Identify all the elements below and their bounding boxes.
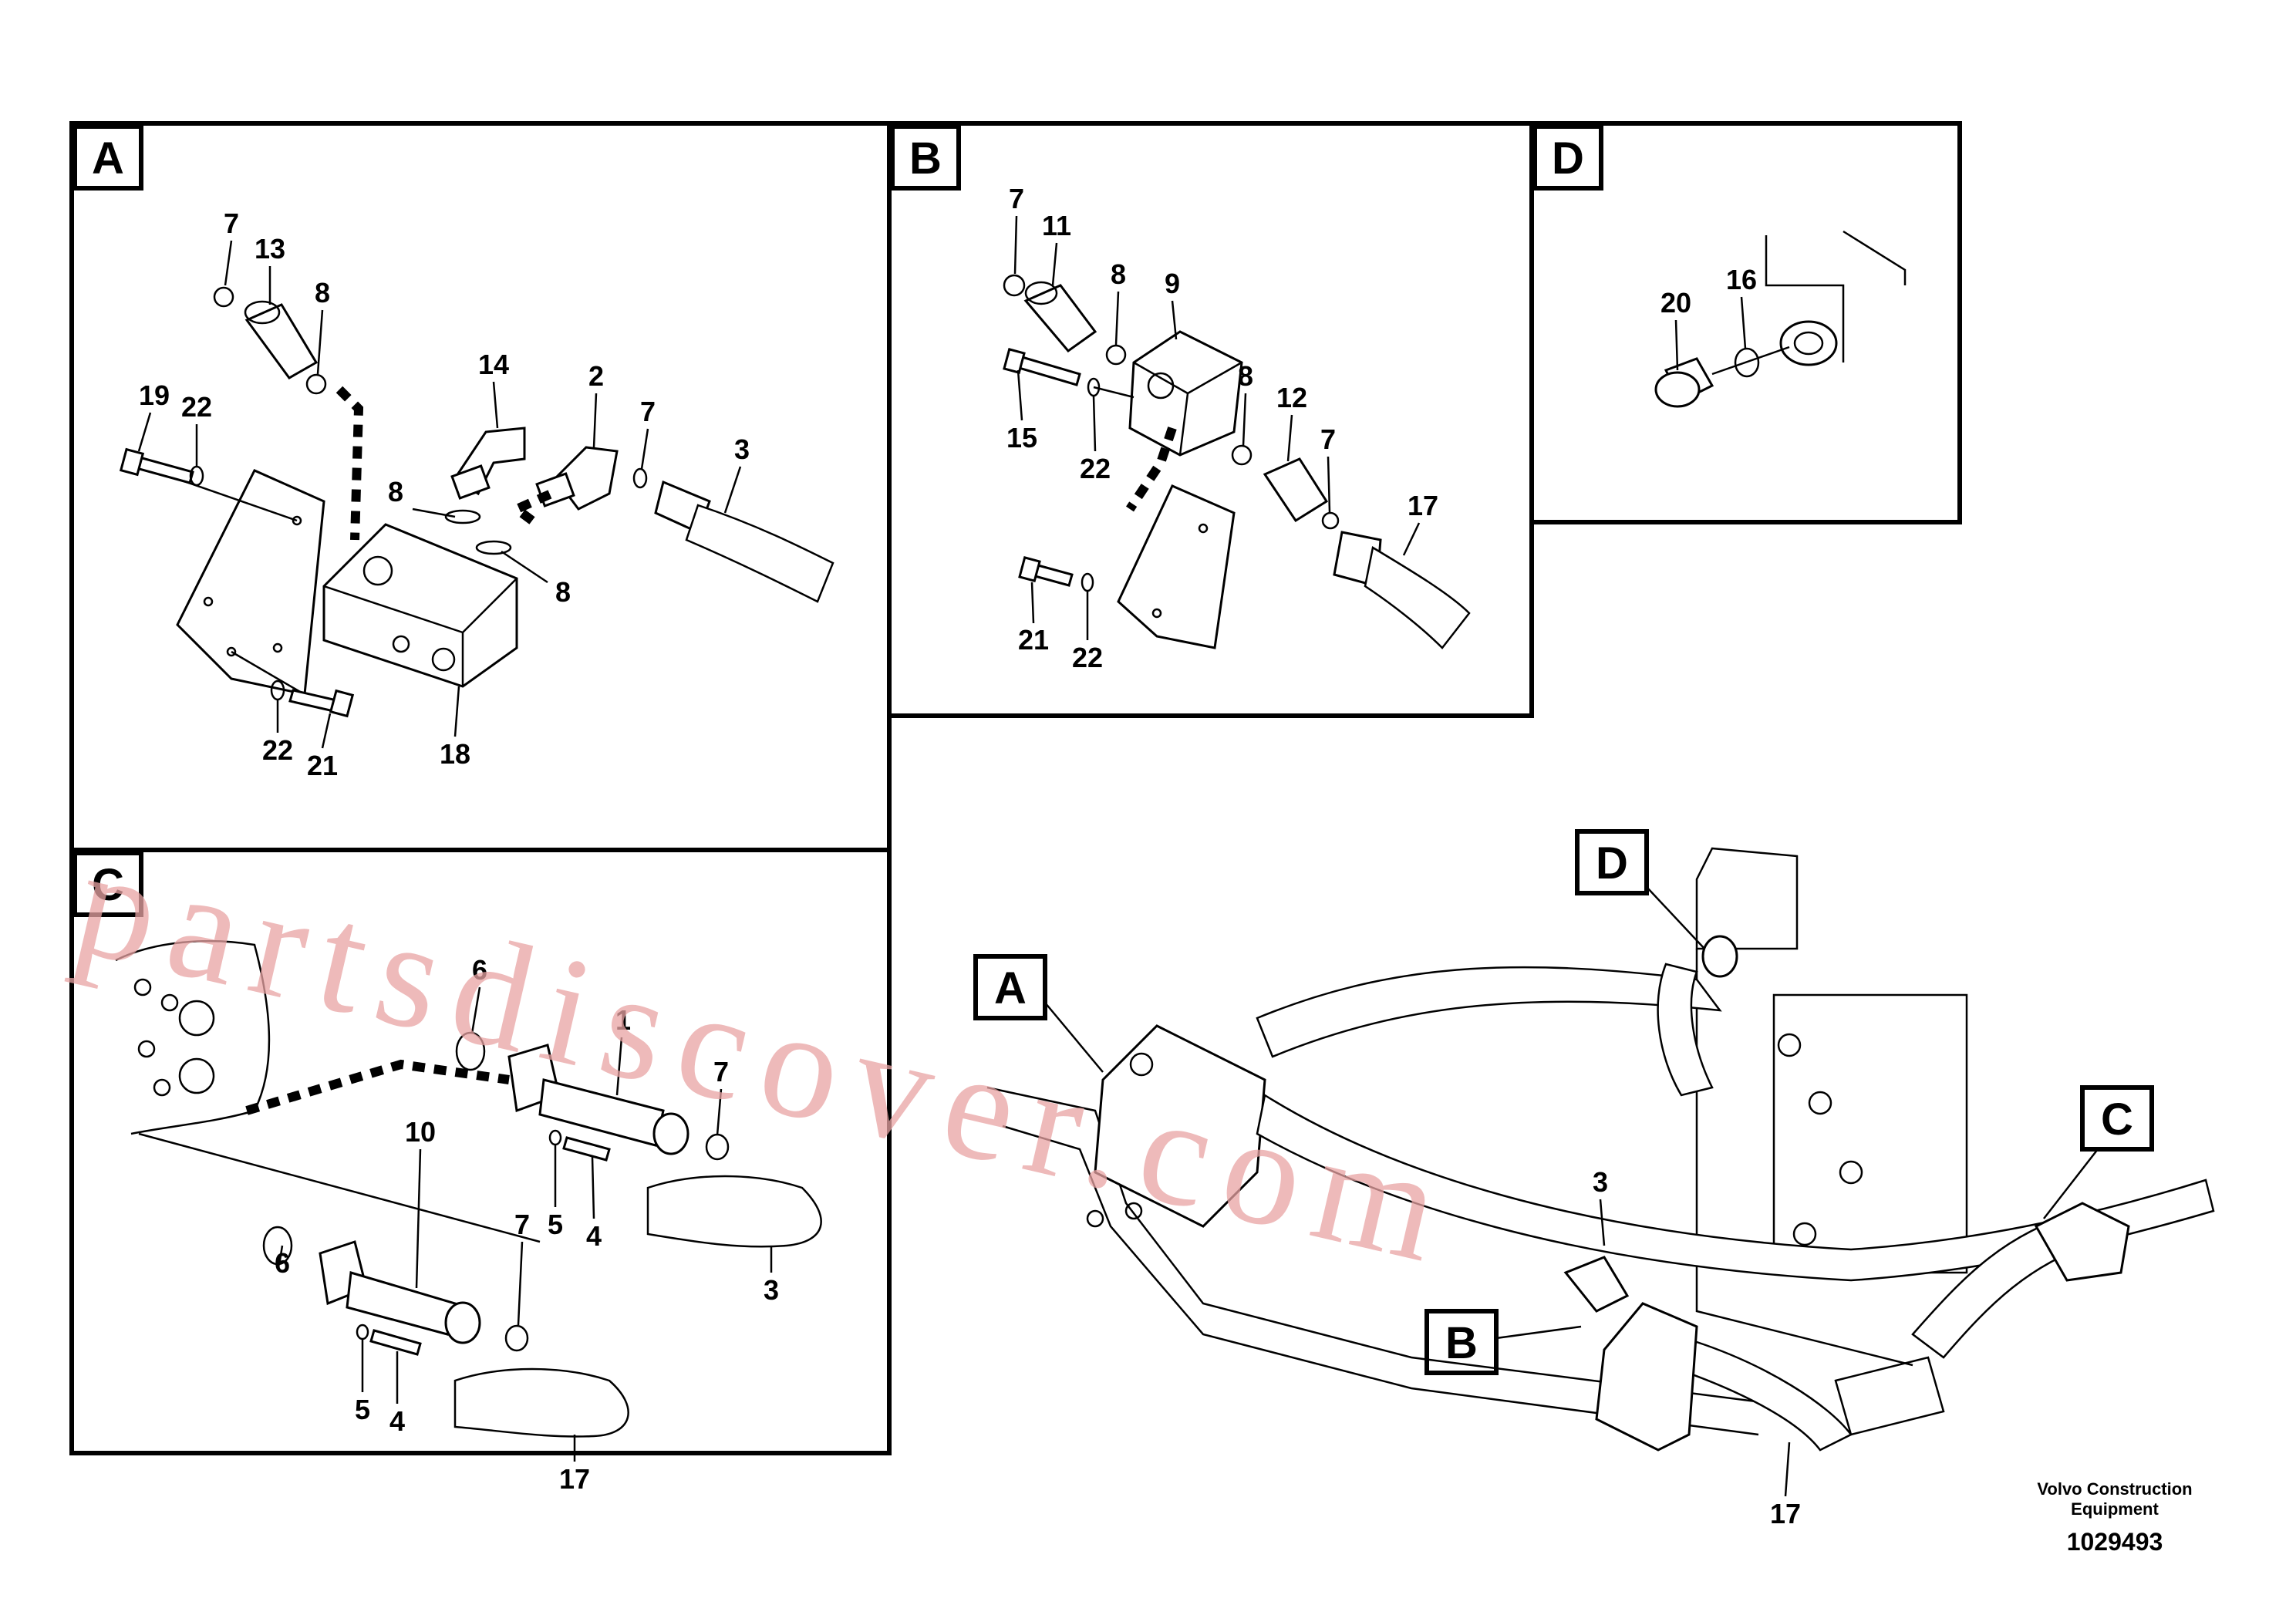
- callout-2: 2: [588, 360, 604, 392]
- callout-13: 13: [255, 233, 285, 265]
- callout-4b: 4: [389, 1405, 405, 1437]
- callout-17: 17: [1408, 490, 1438, 521]
- credit-line-1: Volvo Construction: [2037, 1479, 2192, 1499]
- panel-d-label: D: [1532, 124, 1603, 191]
- callout-8: 8: [1111, 258, 1126, 290]
- panel-d-drawing: [1654, 230, 1907, 408]
- callout-15: 15: [1006, 422, 1037, 454]
- footer-credit: Volvo Construction Equipment 1029493: [2037, 1479, 2192, 1556]
- callout-8b: 8: [388, 476, 403, 508]
- overview-marker-a: A: [973, 954, 1104, 1073]
- overview-marker-b: B: [1424, 1309, 1582, 1375]
- svg-text:B: B: [1445, 1318, 1478, 1368]
- panel-b-callouts: 7 11 8 9 15 22 8 12 7 17 21 22: [1006, 183, 1438, 673]
- panel-d-callouts: 20 16: [1660, 264, 1757, 371]
- callout-7b: 7: [514, 1209, 530, 1240]
- svg-text:D: D: [1596, 838, 1628, 889]
- callout-6: 6: [472, 954, 487, 986]
- panel-d-frame: [1529, 121, 1962, 524]
- callout-6b: 6: [275, 1247, 290, 1279]
- callout-8: 8: [315, 277, 330, 309]
- callout-21: 21: [307, 750, 338, 781]
- callout-19: 19: [139, 379, 170, 411]
- callout-3: 3: [1593, 1166, 1608, 1198]
- panel-c-drawing: [115, 939, 822, 1438]
- callout-5b: 5: [355, 1394, 370, 1425]
- callout-22: 22: [181, 391, 212, 423]
- callout-20: 20: [1660, 287, 1691, 319]
- svg-text:B: B: [909, 133, 942, 184]
- callout-10: 10: [405, 1116, 436, 1148]
- callout-5: 5: [548, 1209, 563, 1240]
- callout-7: 7: [713, 1056, 729, 1088]
- panel-a-label: A: [72, 124, 143, 191]
- document-number: 1029493: [2067, 1528, 2163, 1556]
- callout-7b: 7: [640, 396, 656, 427]
- callout-1: 1: [615, 1004, 631, 1036]
- callout-22: 22: [1080, 453, 1111, 484]
- callout-17: 17: [1770, 1498, 1801, 1529]
- credit-line-2: Equipment: [2071, 1499, 2159, 1519]
- panel-a-callouts: 7 13 8 19 22 14 2 7 3 8 8 22 21 18: [137, 207, 750, 781]
- callout-3: 3: [764, 1274, 779, 1306]
- overview-marker-d: D: [1575, 829, 1705, 949]
- svg-text:A: A: [92, 133, 124, 184]
- svg-text:A: A: [994, 963, 1027, 1013]
- callout-18: 18: [440, 738, 470, 770]
- callout-8c: 8: [555, 576, 571, 608]
- callout-8b: 8: [1238, 360, 1253, 392]
- callout-16: 16: [1726, 264, 1757, 295]
- overview-drawing: [986, 847, 2215, 1452]
- panel-c-frame: [69, 848, 892, 1455]
- callout-7: 7: [224, 207, 239, 239]
- callout-7: 7: [1009, 183, 1024, 214]
- svg-text:C: C: [2101, 1094, 2133, 1145]
- callout-9: 9: [1165, 268, 1180, 299]
- svg-text:C: C: [92, 860, 124, 910]
- panel-b-drawing: [1003, 274, 1471, 649]
- overview-callouts: 3 17: [1593, 1166, 1801, 1529]
- svg-text:D: D: [1552, 133, 1584, 184]
- callout-14: 14: [478, 349, 509, 380]
- panel-a-drawing: [119, 286, 834, 718]
- overview-marker-c: C: [2043, 1085, 2154, 1219]
- callout-21: 21: [1018, 624, 1049, 656]
- callout-17: 17: [559, 1463, 590, 1495]
- callout-4: 4: [586, 1220, 602, 1252]
- callout-7b: 7: [1320, 423, 1336, 455]
- callout-22b: 22: [262, 734, 293, 766]
- callout-11: 11: [1042, 210, 1071, 241]
- panel-c-label: C: [72, 851, 143, 917]
- callout-3: 3: [734, 433, 750, 465]
- panel-b-label: B: [890, 124, 961, 191]
- callout-12: 12: [1276, 382, 1307, 413]
- panel-c-callouts: 6 1 7 10 6 5 4 7 5 4 3 17: [275, 954, 779, 1495]
- callout-22b: 22: [1072, 642, 1103, 673]
